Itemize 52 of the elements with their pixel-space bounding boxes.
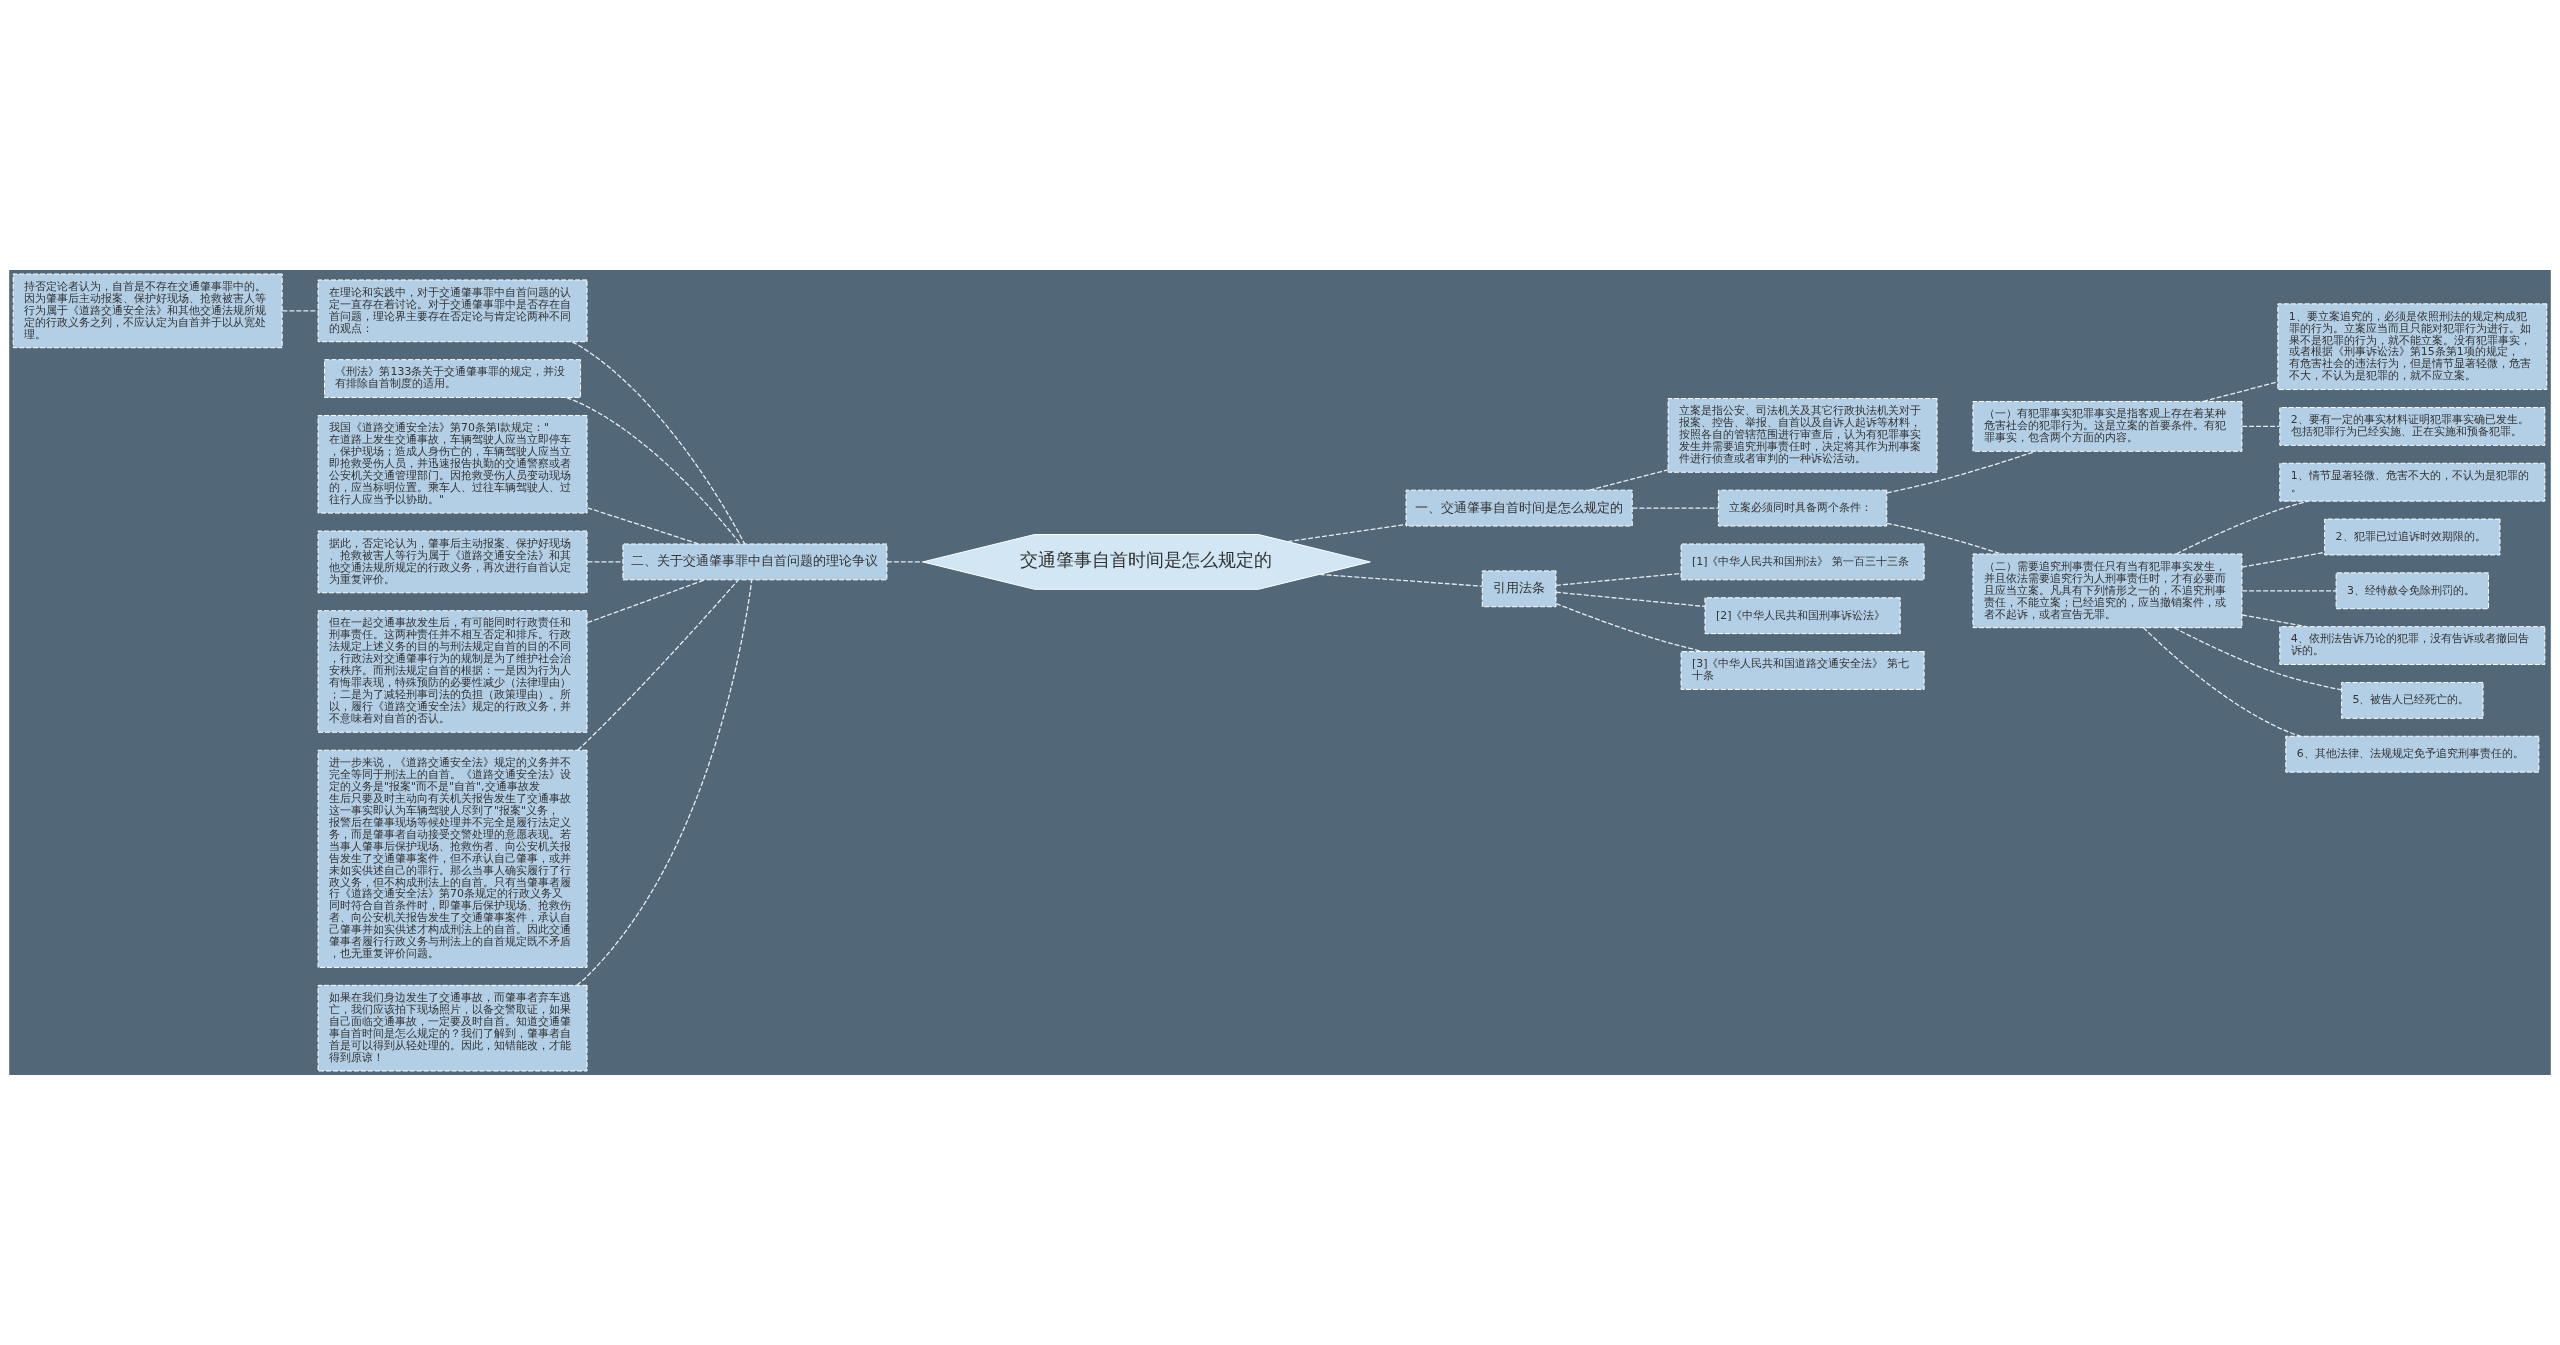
node-box: 在理论和实践中，对于交通肇事罪中自首问题的认定一直存在着讨论。对于交通肇事罪中是否存在自首问题，理论界主要存在否定论与肯定论两种不同的观点： (317, 279, 588, 343)
connector (886, 561, 924, 563)
connector (1886, 450, 2036, 494)
connector (281, 310, 319, 312)
node-box: 立案是指公安、司法机关及其它行政执法机关对于报案、控告、举报、自首以及自诉人起诉等材料，按照各自的管辖范围进行审查后，认为有犯罪事实发生并需要追究刑事责任时，决定将其作为刑事案件进行侦查或者审判的一种诉讼活动。 (1667, 398, 1938, 473)
node-box: 4、依刑法告诉乃论的犯罪，没有告诉或者撤回告诉的。 (2279, 626, 2546, 666)
node-box: 持否定论者认为，自首是不存在交通肇事罪中的。因为肇事后主动报案、保护好现场、抢救被害人等行为属于《道路交通安全法》和其他交通法规所规定的行政义务之列，不应认定为自首并于以从宽处理。 (12, 273, 283, 349)
connector (1287, 523, 1407, 543)
node-box: [2]《中华人民共和国刑事诉讼法》 (1704, 597, 1901, 635)
connector (577, 579, 739, 751)
connector (2175, 500, 2309, 555)
node-box: 我国《道路交通安全法》第70条第l款规定："在道路上发生交通事故，车辆驾驶人应当立即停车，保护现场；造成人身伤亡的，车辆驾驶人应当立即抢救受伤人员，并迅速报告执勤的交通警察或者公安机关交通管理部门。因抢救受伤人员变动现场的，应当标明位置。乘车人、过往车辆驾驶人、过往行人应当予以协助。" (317, 414, 588, 514)
node-box: （一）有犯罪事实犯罪事实是指客观上存在着某种危害社会的犯罪行为。这是立案的首要条件。有犯罪事实，包含两个方面的内容。 (1972, 401, 2243, 452)
connector (1589, 469, 1669, 491)
node-box: 一、交通肇事自首时间是怎么规定的 (1405, 489, 1633, 527)
node-box: 《刑法》第133条关于交通肇事罪的规定，并没有排除自首制度的适用。 (324, 359, 582, 398)
node-box: 6、其他法律、法规规定免予追究刑事责任的。 (2285, 735, 2540, 773)
connector (2173, 627, 2343, 691)
connector (2241, 614, 2308, 628)
connector (1555, 591, 1706, 608)
connector (1555, 572, 1682, 586)
connector (2241, 590, 2337, 592)
connector (1886, 522, 2002, 555)
connector (1555, 602, 1704, 653)
connector (571, 341, 746, 545)
node-box: 据此，否定论认为，肇事后主动报案、保护好现场、抢救被害人等行为属于《道路交通安全法》和其他交通法规所规定的行政义务，再次进行自首认定为重复评价。 (317, 530, 588, 594)
connector (1318, 573, 1483, 587)
connector (586, 579, 706, 624)
node-box: 二、关于交通肇事罪中自首问题的理论争议 (622, 543, 888, 581)
node-box: 立案必须同时具备两个条件： (1717, 489, 1888, 527)
node-box: [3]《中华人民共和国道路交通安全法》 第七十条 (1680, 651, 1925, 690)
node-box: 1、情节显著轻微、危害不大的，不认为是犯罪的。 (2279, 462, 2546, 502)
node-box: （二）需要追究刑事责任只有当有犯罪事实发生，并且依法需要追究行为人刑事责任时，才有必要而且应当立案。凡具有下列情形之一的，不追究刑事责任，不能立案；已经追究的，应当撤销案件，或者不起诉，或者宣告无罪。 (1972, 553, 2243, 629)
node-box: 2、犯罪已过追诉时效期限的。 (2324, 518, 2501, 556)
connector (586, 507, 700, 545)
connector (2142, 627, 2301, 737)
node-box: [1]《中华人民共和国刑法》 第一百三十三条 (1680, 543, 1925, 581)
node-box: 如果在我们身边发生了交通事故，而肇事者弃车逃亡，我们应该拍下现场照片，以备交警取证，如果自己面临交通事故，一定要及时自首。知道交通肇事自首时间是怎么规定的？我们了解到，肇事者自首是可以得到从轻处理的。因此，知错能改，才能得到原谅！ (317, 984, 588, 1072)
connector (2241, 551, 2326, 568)
connector (1631, 507, 1719, 509)
node-box: 引用法条 (1481, 570, 1557, 608)
node-box: 进一步来说，《道路交通安全法》规定的义务并不完全等同于刑法上的自首。《道路交通安全法》设定的义务是"报案"而不是"自首",交通事故发生后只要及时主动向有关机关报告发生了交通事故这一事实即认为车辆驾驶人尽到了"报案"义务，报警后在肇事现场等候处理并不完全是履行法定义务，而是肇事者自动接受交警处理的意愿表现。若当事人肇事后保护现场、抢救伤者、向公安机关报告发生了交通肇事案件，但不承认自己肇事，或并未如实供述自己的罪行。那么当事人确实履行了行政义务，但不构成刑法上的自首。只有当肇事者履行《道路交通安全法》第70条规定的行政义务又同时符合自首条件时，即肇事后保护现场、抢救伤者、向公安机关报告发生了交通肇事案件，承认自己肇事并如实供述才构成刑法上的自首。因此交通肇事者履行行政义务与刑法上的自首规定既不矛盾，也无重复评价问题。 (317, 749, 588, 968)
node-box: 但在一起交通事故发生后，有可能同时行政责任和刑事责任。这两种责任并不相互否定和排斥。行政法规定上述义务的目的与刑法规定自首的目的不同，行政法对交通肇事行为的规制是为了维护社会治安秩序。而刑法规定自首的根据：一是因为行为人有悔罪表现，特殊预防的必要性减少（法律理由）；二是为了减轻刑事司法的负担（政策理由）。所以，履行《道路交通安全法》规定的行政义务，并不意味着对自首的否认。 (317, 610, 588, 733)
connector (576, 579, 753, 986)
connector (586, 561, 624, 563)
connector (2241, 425, 2281, 428)
node-box: 5、被告人已经死亡的。 (2341, 681, 2484, 719)
connector (2202, 381, 2279, 403)
node-box: 2、要有一定的事实材料证明犯罪事实确已发生。包括犯罪行为已经实施、正在实施和预备犯罪。 (2279, 407, 2546, 446)
connector (565, 396, 741, 545)
node-box: 3、经特赦令免除刑罚的。 (2335, 572, 2490, 610)
node-box: 1、要立案追究的，必须是依照刑法的规定构成犯罪的行为。立案应当而且只能对犯罪行为进行。如果不是犯罪的行为，就不能立案。没有犯罪事实，或者根据《刑事诉讼法》第15条第1项的规定，有危害社会的违法行为，但是情节显著轻微，危害不大，不认为是犯罪的，就不应立案。 (2277, 303, 2548, 391)
